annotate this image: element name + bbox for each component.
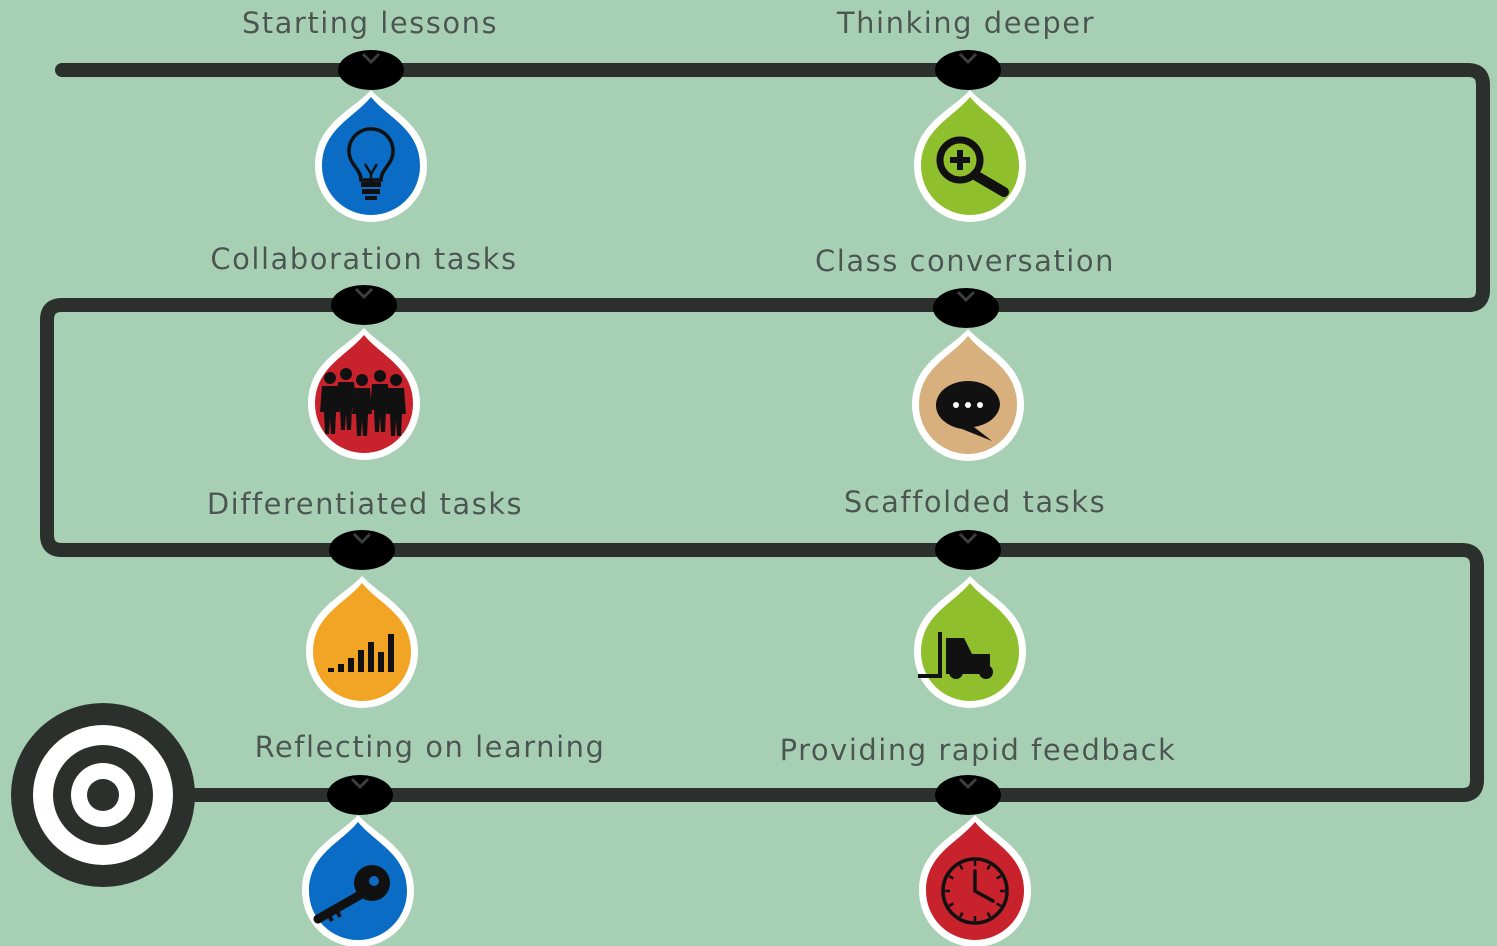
key-icon: [313, 865, 390, 924]
track-node-providing-rapid-feedback: [935, 775, 1001, 815]
stage-badge-scaffolded-tasks: [914, 576, 1026, 708]
stage-badge-reflecting-on-learning: [302, 815, 414, 946]
stage-badge-starting-lessons: [315, 90, 427, 222]
magnifier-icon: [936, 136, 1009, 197]
stage-badge-thinking-deeper: [914, 90, 1026, 222]
stage-label-scaffolded-tasks: Scaffolded tasks: [843, 485, 1107, 519]
stage-label-thinking-deeper: Thinking deeper: [836, 6, 1096, 40]
stage-badge-providing-rapid-feedback: [919, 815, 1031, 946]
track-node-scaffolded-tasks: [935, 530, 1001, 570]
stage-label-class-conversation: Class conversation: [815, 244, 1115, 278]
bar-chart-icon: [328, 634, 394, 672]
stage-label-starting-lessons: Starting lessons: [241, 6, 499, 40]
stage-badge-class-conversation: [912, 329, 1024, 461]
people-icon: [320, 368, 406, 436]
lightbulb-icon: [347, 127, 395, 200]
track-node-reflecting-on-learning: [327, 775, 393, 815]
stage-badge-collaboration-tasks: [308, 328, 420, 460]
stage-label-providing-rapid-feedback: Providing rapid feedback: [779, 733, 1177, 767]
forklift-icon: [918, 632, 993, 679]
stage-label-differentiated-tasks: Differentiated tasks: [206, 487, 524, 521]
track-node-starting-lessons: [338, 50, 404, 90]
target-icon: [11, 703, 195, 887]
stage-badge-differentiated-tasks: [306, 576, 418, 708]
track-node-thinking-deeper: [935, 50, 1001, 90]
track-node-collaboration-tasks: [331, 285, 397, 325]
clock-icon: [941, 857, 1009, 925]
stage-label-collaboration-tasks: Collaboration tasks: [210, 242, 518, 276]
track-node-class-conversation: [933, 288, 999, 328]
track-node-differentiated-tasks: [329, 530, 395, 570]
speech-bubble-icon: [935, 381, 1000, 441]
journey-track: [40, 63, 1490, 802]
stage-label-reflecting-on-learning: Reflecting on learning: [254, 730, 606, 764]
